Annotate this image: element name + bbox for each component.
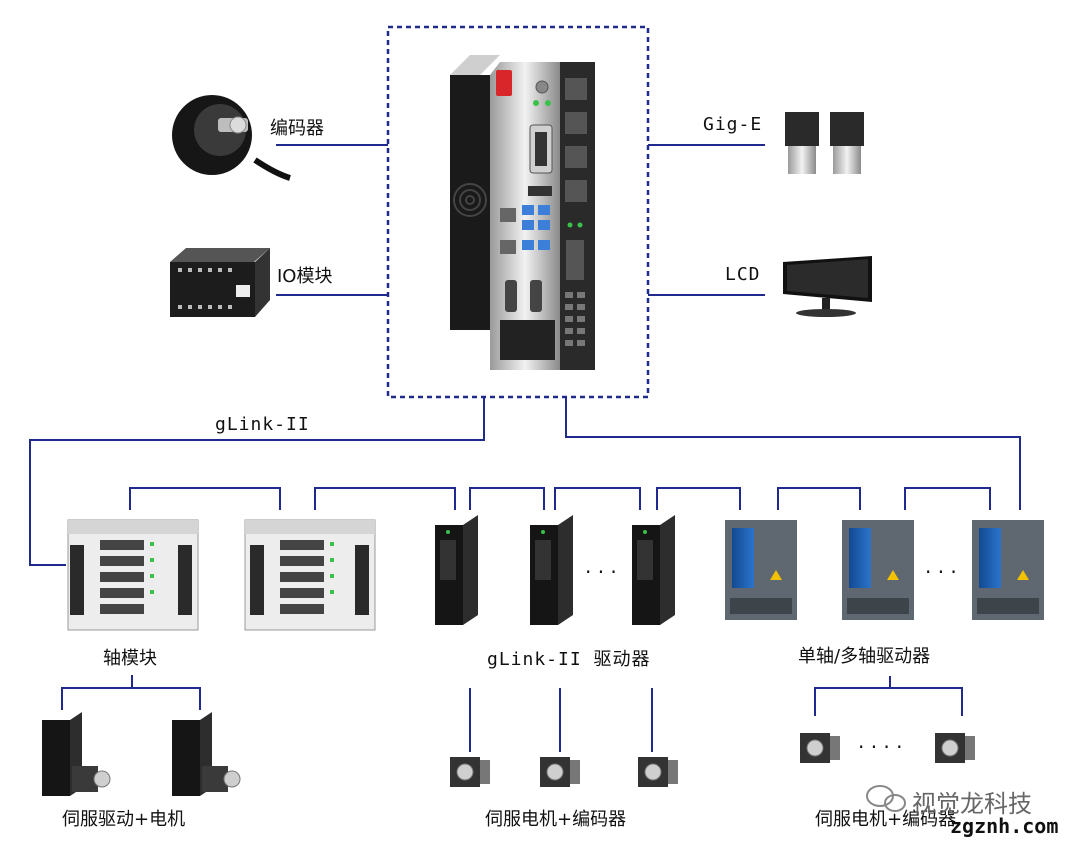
multi-axis-driver-label: 单轴/多轴驱动器 (798, 646, 931, 667)
lcd-monitor-icon (783, 256, 872, 317)
axis-to-glink-chain (314, 487, 456, 510)
controller-boundary (386, 25, 650, 399)
glink-right-bus (565, 397, 1021, 510)
watermark-brand: 视觉龙科技 (912, 790, 1032, 818)
servo-driver-icon (632, 515, 675, 625)
axis-module-branch (61, 675, 201, 710)
servo-motor-icon (540, 757, 580, 787)
axis-module-label: 轴模块 (103, 648, 157, 669)
io-module-icon (170, 248, 270, 317)
gige-label: Gig-E (703, 114, 763, 135)
driver-chain-1 (469, 487, 545, 510)
watermark-site: zgznh.com (950, 814, 1059, 838)
servo-drive-motor-icon (42, 712, 111, 796)
encoder-label: 编码器 (270, 118, 324, 139)
multi-axis-driver-icon (842, 520, 914, 620)
servo-motor-icon (450, 757, 490, 787)
driver-chain-2 (554, 487, 641, 510)
connection-lines (29, 144, 1021, 752)
driver-ellipsis: · · · (585, 560, 617, 584)
lcd-label: LCD (725, 264, 761, 285)
servo-driver-icon (530, 515, 573, 625)
servo-motor-encoder-label: 伺服电机+编码器 (485, 809, 627, 830)
servo-drive-motor-icon (172, 712, 241, 796)
multi-chain-1 (777, 487, 861, 510)
axis-module-chain (129, 487, 281, 510)
servo-motor-icon (935, 733, 975, 763)
servo-motor-icon (800, 733, 840, 763)
multi-driver-branch (814, 676, 963, 716)
multi-axis-driver-icon (972, 520, 1044, 620)
multi-chain-2 (904, 487, 991, 510)
servo-motor-encoder-label-2: 伺服电机+编码器 (815, 809, 957, 830)
driver-to-multi-chain (656, 487, 741, 510)
axis-module-icon (244, 519, 376, 631)
axis-module-icon (67, 519, 199, 631)
glink-left-bus (29, 397, 485, 566)
multi-driver-ellipsis: · · · (925, 560, 957, 584)
motor-ellipsis: · · · · (858, 735, 903, 759)
servo-motor-icon (638, 757, 678, 787)
camera-icon (785, 112, 864, 174)
controller-unit (450, 55, 595, 370)
servo-drive-motor-label: 伺服驱动+电机 (62, 809, 186, 830)
glink-bus-label: gLink-II (215, 414, 310, 435)
wechat-icon (866, 785, 906, 812)
brand-logo-icon (496, 70, 512, 96)
encoder-icon (172, 95, 291, 181)
glink-driver-label: gLink-II 驱动器 (487, 649, 651, 670)
multi-axis-driver-icon (725, 520, 797, 620)
servo-driver-icon (435, 515, 478, 625)
io-module-label: IO模块 (277, 266, 333, 287)
